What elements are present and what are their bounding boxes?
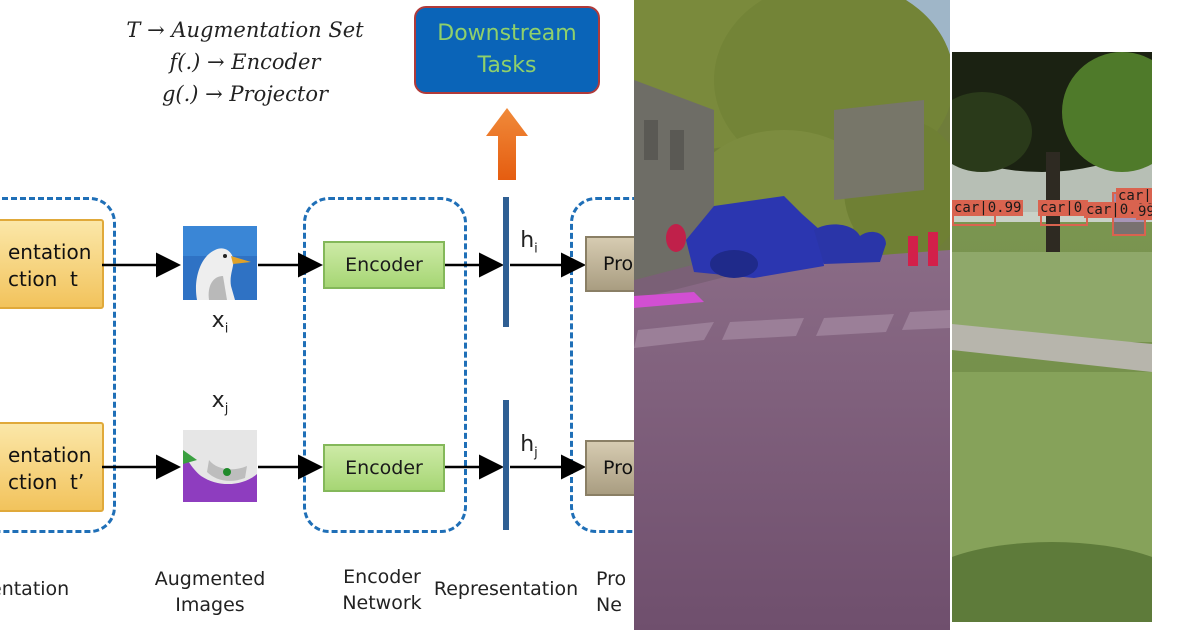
hi-subscript: i <box>534 241 538 257</box>
segmentation-scene <box>634 0 950 630</box>
up-arrow-icon <box>486 108 528 180</box>
detection-image-frame: car|0.42 car|0.99 car|0 car|0.96 99 <box>950 0 1200 630</box>
projector-group <box>570 197 634 533</box>
encoder-group <box>303 197 467 533</box>
projector-top-label: Pro <box>603 253 634 275</box>
column-label-representation: Representation <box>433 578 579 600</box>
augmentation-t-prime-line1: entation <box>8 443 92 467</box>
xj-subscript: j <box>224 401 229 417</box>
hi-letter: h <box>520 228 535 253</box>
hj-label: hj <box>514 432 544 460</box>
encoder-bottom-box: Encoder <box>323 444 445 492</box>
column-label-augmentation: entation <box>0 578 70 600</box>
detection-label-car-0: car|0 <box>1038 200 1085 216</box>
augmentation-group <box>0 197 116 533</box>
xi-subscript: i <box>224 321 229 337</box>
column-label-augmented-images: Augmented Images <box>154 568 266 616</box>
downstream-tasks-box <box>414 6 600 94</box>
hi-label: hi <box>514 228 544 256</box>
xi-letter: x <box>211 308 225 333</box>
legend-encoder: f(.) → Encoder <box>169 50 321 74</box>
detection-image: car|0.42 car|0.99 car|0 car|0.96 99 <box>952 52 1152 622</box>
projector-top-box: Pro <box>585 236 634 292</box>
detection-label-car-099: car|0.99 <box>952 200 1024 216</box>
augmentation-t-prime-line2: ction t’ <box>8 470 85 494</box>
encoder-top-box: Encoder <box>323 241 445 289</box>
hj-letter: h <box>520 432 535 457</box>
segmentation-image <box>634 0 950 630</box>
column-label-projector: Pro Ne <box>596 568 627 616</box>
xj-label: xj <box>200 388 240 416</box>
detection-label-99: 99 <box>1136 204 1152 220</box>
augmentation-function-t-box: entation ction t <box>0 219 104 309</box>
projector-bottom-box: Pro <box>585 440 634 496</box>
augmented-image-xi <box>183 226 257 300</box>
legend-augmentation-set: T → Augmentation Set <box>126 18 364 42</box>
xj-letter: x <box>211 388 225 413</box>
legend: T → Augmentation Set f(.) → Encoder g(.)… <box>95 14 395 110</box>
hj-subscript: j <box>534 445 538 461</box>
representation-bar-hj <box>503 400 509 530</box>
projector-bottom-label: Pro <box>603 457 634 479</box>
augmentation-t-line1: entation <box>8 240 92 264</box>
downstream-tasks-label: Downstream Tasks <box>437 21 577 78</box>
detection-label-car-042: car|0.42 <box>1116 188 1152 204</box>
contrastive-learning-diagram: T → Augmentation Set f(.) → Encoder g(.)… <box>0 6 634 616</box>
flow-arrows <box>102 252 586 480</box>
legend-projector: g(.) → Projector <box>161 82 329 106</box>
column-label-encoder-network: Encoder Network <box>342 566 422 614</box>
representation-bar-hi <box>503 197 509 327</box>
xi-label: xi <box>200 308 240 336</box>
augmentation-t-line2: ction t <box>8 267 78 291</box>
augmentation-function-t-prime-box: entation ction t’ <box>0 422 104 512</box>
detection-label-car-096: car|0.96 <box>1084 202 1152 218</box>
augmented-image-xj <box>183 430 257 502</box>
detection-scene <box>952 52 1152 622</box>
